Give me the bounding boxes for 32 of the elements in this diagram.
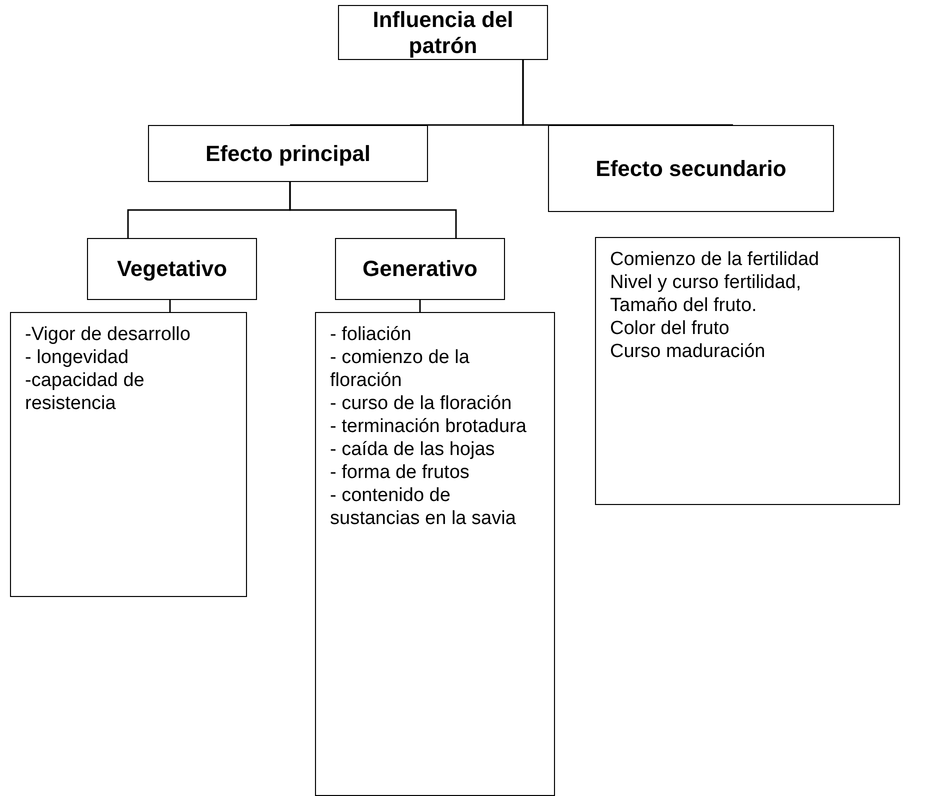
box-heading: Generativo bbox=[362, 256, 478, 282]
connector-line bbox=[289, 182, 457, 238]
connector-line bbox=[522, 60, 734, 126]
list-box bbox=[10, 312, 247, 597]
list-item: - terminación brotadura bbox=[330, 415, 528, 438]
box-heading: Influencia del patrón bbox=[372, 6, 514, 58]
heading-box bbox=[338, 5, 548, 60]
list-item: - caída de las hojas bbox=[330, 438, 496, 461]
list-item: - longevidad bbox=[25, 346, 130, 369]
heading-box bbox=[548, 125, 834, 212]
list-item: - comienzo de la floración bbox=[330, 346, 470, 392]
list-item: - contenido de sustancias en la savia bbox=[330, 484, 517, 530]
list-item: Curso maduración bbox=[610, 340, 766, 363]
box-heading: Efecto principal bbox=[205, 140, 371, 166]
list-item: Nivel y curso fertilidad, bbox=[610, 271, 802, 294]
list-item: - foliación bbox=[330, 323, 412, 346]
list-item: -capacidad de resistencia bbox=[25, 369, 146, 415]
list-box bbox=[315, 312, 555, 796]
box-heading: Vegetativo bbox=[116, 256, 228, 282]
heading-box bbox=[335, 238, 505, 300]
heading-box bbox=[148, 125, 428, 182]
list-box bbox=[595, 237, 900, 505]
list-item: -Vigor de desarrollo bbox=[25, 323, 192, 346]
list-item: Comienzo de la fertilidad bbox=[610, 248, 820, 271]
list-item: Color del fruto bbox=[610, 317, 730, 340]
box-heading: Efecto secundario bbox=[596, 156, 786, 182]
list-item: Tamaño del fruto. bbox=[610, 294, 758, 317]
heading-box bbox=[87, 238, 257, 300]
list-item: - curso de la floración bbox=[330, 392, 513, 415]
connector-line bbox=[419, 300, 421, 312]
connector-line bbox=[169, 300, 171, 312]
list-item: - forma de frutos bbox=[330, 461, 470, 484]
